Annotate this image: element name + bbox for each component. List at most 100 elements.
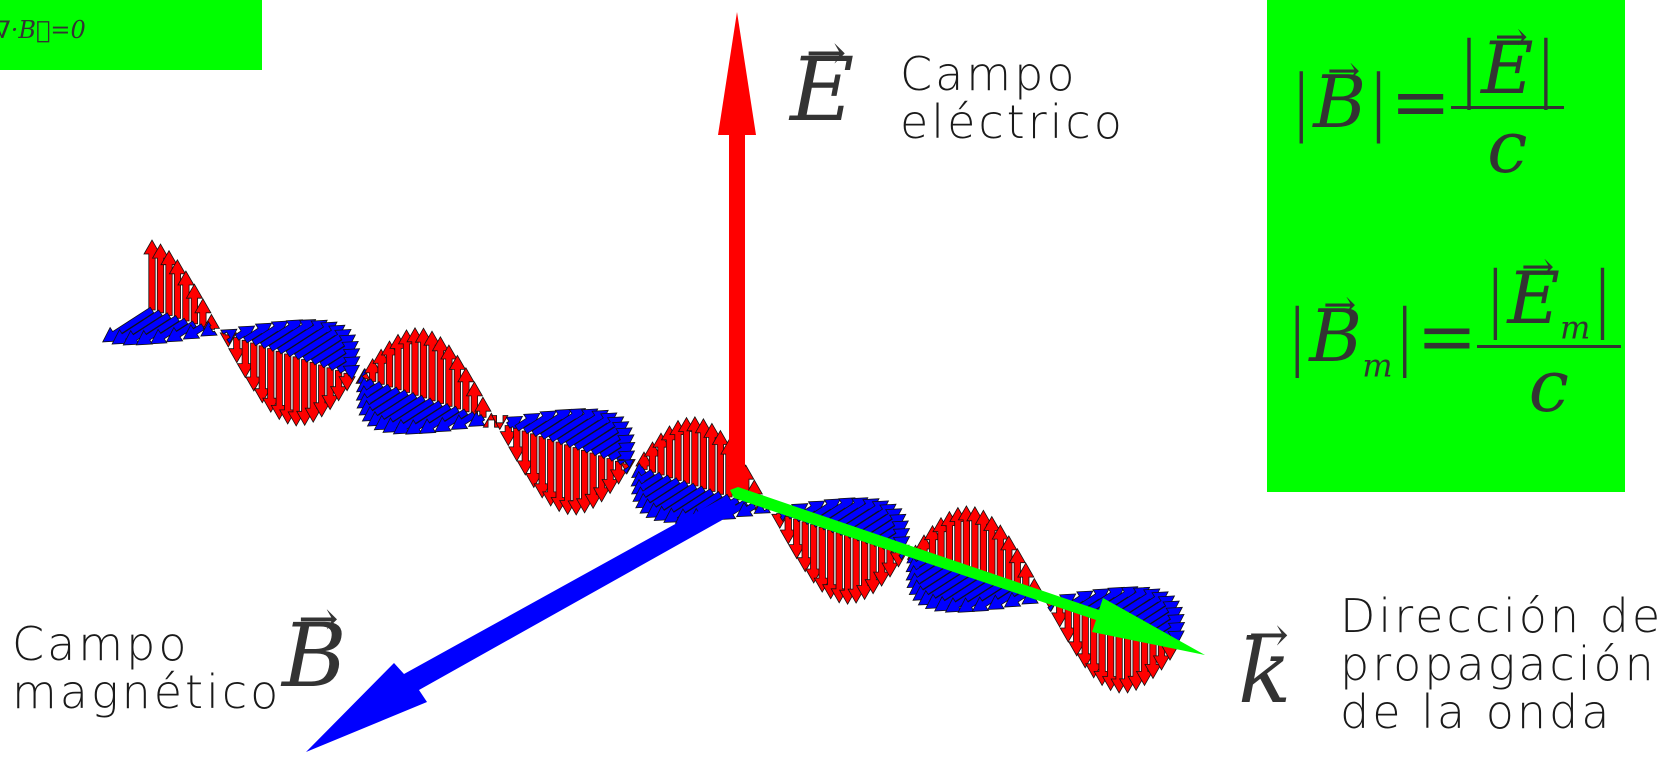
magnetic-field-label: Campo magnético [12, 620, 281, 716]
electric-field-vector [245, 342, 263, 392]
denominator-c: c [1487, 105, 1528, 189]
electric-field-vector [168, 258, 187, 319]
subscript-m: m [1559, 308, 1591, 347]
electric-field-vector [329, 370, 348, 402]
magnitude-equation-2: |→Bm|=|→Em|c [1285, 248, 1621, 429]
electric-field-vector [677, 416, 696, 484]
electric-field-vector [389, 333, 407, 391]
electric-field-vector [491, 415, 509, 431]
electric-field-vector [525, 433, 543, 489]
electric-field-vector [872, 546, 891, 587]
magnetic-field-vector [122, 312, 172, 346]
magnetic-field-vector [382, 397, 435, 433]
equals-sign: = [1416, 294, 1478, 379]
k-vector-symbol: →k [1238, 607, 1292, 723]
magnetic-field-vector [434, 408, 469, 433]
fraction-2: |→Em|c [1477, 248, 1621, 429]
electric-field-label-line1: Campo [900, 47, 1078, 101]
electric-field-vector [643, 441, 662, 473]
magnetic-field-vector [639, 480, 689, 514]
electric-field-vector [669, 419, 687, 481]
fraction-1: |→E|c [1450, 18, 1564, 189]
propagation-arrow-icon [730, 487, 1205, 655]
magnetic-field-vector [917, 570, 969, 606]
magnetic-field-vector [944, 579, 995, 613]
electric-field-vector [703, 422, 721, 492]
magnetic-field-vector [220, 328, 238, 345]
electric-field-vector [313, 364, 331, 418]
magnetic-field-vector [366, 392, 418, 427]
electric-field-vector [236, 339, 254, 379]
magnetic-field-vector [150, 317, 189, 345]
magnetic-field-vector [645, 482, 698, 518]
magnetic-field-vector [182, 323, 206, 340]
subscript-m: m [1362, 346, 1393, 385]
electric-field-vector [533, 436, 551, 499]
e-vector-symbol: →E [790, 25, 855, 141]
electric-field-vector [448, 354, 467, 410]
electric-field-vector [788, 518, 806, 560]
electric-field-vector [321, 367, 339, 411]
electric-field-vector [516, 430, 534, 476]
divergence-equation: ∇·B⃗=0 [0, 16, 86, 44]
electric-field-vector [397, 329, 416, 393]
electric-field-vector [253, 345, 271, 404]
propagation-label-line1: Dirección de [1340, 589, 1664, 643]
electric-field-vector [779, 515, 797, 545]
electric-field-vector [440, 344, 458, 407]
magnetic-field-vector [653, 485, 706, 522]
electric-field-arrow-icon [718, 12, 756, 492]
electric-field-vector [287, 356, 305, 427]
magnetic-field-vector [373, 394, 426, 431]
electric-field-vector [660, 425, 679, 479]
magnetic-field-vector [165, 320, 197, 343]
electric-field-vector [482, 412, 500, 428]
magnetic-field-vector [392, 400, 443, 435]
electric-field-vector [1068, 609, 1086, 657]
magnitude-equations-box: |→B|=|→E|c |→Bm|=|→Em|c [1267, 0, 1625, 492]
magnetic-field-vector [418, 405, 460, 434]
magnetic-field-vector [924, 573, 978, 610]
propagation-label-line2: propagación [1340, 637, 1657, 691]
propagation-label: Dirección de propagación de la onda [1340, 592, 1663, 736]
electric-field-vector [508, 427, 526, 462]
electric-field-vector [711, 429, 730, 495]
magnetic-field-vector [505, 415, 524, 432]
electric-field-vector [372, 348, 390, 385]
electric-field-vector [1076, 612, 1094, 669]
electric-field-vector [160, 249, 178, 316]
electric-field-vector [864, 543, 882, 595]
magnetic-field-vector [663, 488, 715, 523]
b-vector-symbol: →B [282, 591, 347, 707]
electric-field-vector [465, 381, 484, 415]
electric-field-vector [601, 458, 619, 495]
electric-field-vector [796, 521, 814, 573]
magnetic-field-vector [405, 403, 452, 435]
magnetic-field-vector [971, 584, 1012, 612]
magnetic-field-vector [616, 459, 635, 475]
electric-field-vector [185, 283, 204, 325]
magnetic-field-vector [342, 364, 361, 381]
denominator-c: c [1528, 344, 1569, 429]
electric-field-vector [652, 432, 670, 476]
propagation-label-line3: de la onda [1340, 685, 1613, 739]
electric-field-vector [296, 359, 314, 427]
magnetic-field-label-line1: Campo [12, 617, 190, 671]
magnetic-field-vector [468, 411, 486, 427]
magnetic-field-vector [934, 576, 986, 612]
electric-field-vector [177, 270, 195, 322]
equals-sign: = [1390, 59, 1451, 144]
magnetic-field-arrow-icon [306, 496, 740, 752]
magnetic-field-vector [200, 320, 218, 337]
electric-field-vector [431, 335, 450, 404]
electric-field-label-line2: eléctrico [900, 95, 1125, 149]
electric-field-vector [805, 524, 823, 584]
magnetic-field-vector [102, 306, 155, 343]
electric-field-vector [592, 455, 611, 503]
wave-field-arrows [102, 239, 1186, 694]
electric-field-vector [304, 361, 322, 424]
electric-field-vector [457, 366, 475, 413]
electric-field-vector [855, 540, 874, 601]
